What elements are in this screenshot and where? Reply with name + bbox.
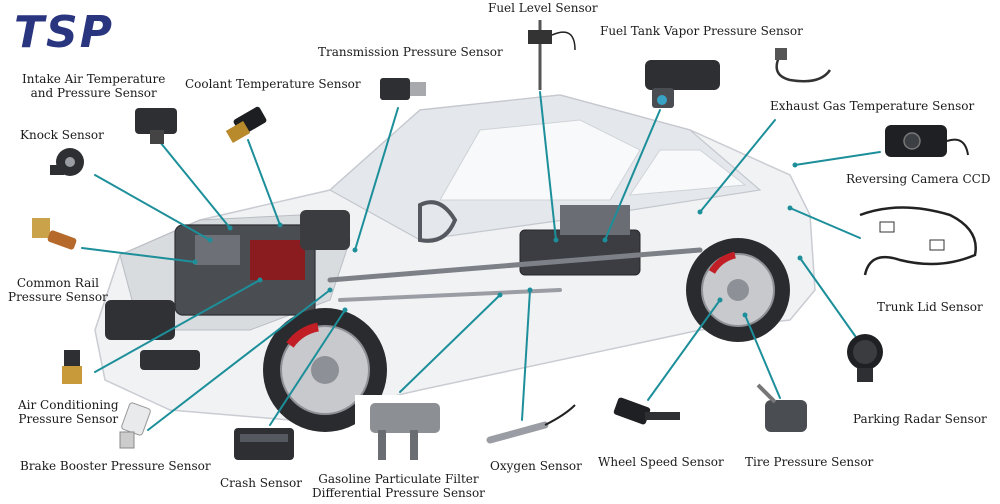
leader-line-coolant-temp [247,139,281,226]
label-transmission-pressure: Transmission Pressure Sensor [318,45,503,59]
leader-dot-knock [207,237,213,243]
sensor-common-rail-icon [32,218,77,250]
sensor-transmission-pressure-icon [380,78,426,100]
sensor-coolant-temp-icon [225,106,267,144]
label-coolant-temp: Coolant Temperature Sensor [185,77,361,91]
sensor-gpf-diff-icon [355,395,455,470]
label-intake-air: Intake Air Temperature and Pressure Sens… [22,72,166,100]
leader-line-exhaust-gas-temp [699,119,776,213]
label-oxygen: Oxygen Sensor [490,459,582,473]
leader-dot-coolant-temp [277,222,283,228]
leader-dot-fuel-tank-vapor [602,237,608,243]
label-reversing-camera: Reversing Camera CCD [846,172,991,186]
leader-dot-reversing-camera [792,162,798,168]
sensor-fuel-tank-vapor-icon [645,60,720,108]
label-fuel-tank-vapor: Fuel Tank Vapor Pressure Sensor [600,24,803,38]
sensor-oxygen-icon [486,404,576,444]
leader-dot-gpf-diff [497,292,503,298]
sensor-brake-booster-icon [119,402,151,449]
sensor-intake-air-icon [135,108,177,144]
leader-line-intake-air [159,141,231,229]
leader-line-wheel-speed [647,299,721,401]
label-crash: Crash Sensor [220,476,302,490]
leader-line-tire-pressure [744,314,781,399]
sensor-wheel-speed-icon [613,397,680,425]
leader-line-oxygen [521,289,531,421]
leader-dot-wheel-speed [717,297,723,303]
label-knock: Knock Sensor [20,128,104,142]
label-fuel-level: Fuel Level Sensor [488,1,598,15]
brand-logo: TSP [14,7,114,58]
leader-dot-intake-air [227,225,233,231]
leader-dot-air-conditioning [257,277,263,283]
leader-line-fuel-level [539,91,557,241]
leader-line-trunk-lid [789,207,861,239]
label-tire-pressure: Tire Pressure Sensor [745,455,874,469]
label-wheel-speed: Wheel Speed Sensor [598,455,724,469]
sensor-reversing-camera-icon [885,125,969,157]
leader-dot-common-rail [192,259,198,265]
leader-line-knock [94,174,211,241]
sensor-crash-icon [234,428,294,460]
leader-lines [81,91,881,431]
sensor-tire-pressure-icon [756,383,807,432]
label-gpf-diff: Gasoline Particulate Filter Differential… [312,472,485,500]
leader-dot-exhaust-gas-temp [697,209,703,215]
leader-line-reversing-camera [794,151,881,166]
rear-wheel [686,238,790,342]
label-air-conditioning: Air Conditioning Pressure Sensor [18,398,119,426]
leader-dot-oxygen [527,287,533,293]
label-common-rail: Common Rail Pressure Sensor [8,276,108,304]
sensor-parking-radar-icon [847,334,883,382]
leader-dot-brake-booster [327,287,333,293]
leader-line-transmission-pressure [354,107,399,251]
leader-dot-crash [342,307,348,313]
leader-line-fuel-tank-vapor [604,109,661,241]
leader-line-common-rail [81,247,196,263]
sensor-fuel-level-icon [528,20,576,90]
leader-dot-transmission-pressure [352,247,358,253]
sensor-air-conditioning-icon [62,350,82,384]
label-brake-booster: Brake Booster Pressure Sensor [20,459,211,473]
sensor-exhaust-gas-temp-icon [775,48,832,83]
leader-dot-tire-pressure [742,312,748,318]
leader-line-brake-booster [147,289,331,431]
leader-dot-fuel-level [553,237,559,243]
label-parking-radar: Parking Radar Sensor [853,412,987,426]
sensor-trunk-lid-icon [859,206,977,276]
leader-line-parking-radar [799,257,859,341]
leader-line-gpf-diff [399,294,501,393]
leader-line-crash [269,309,346,426]
sensor-knock-icon [50,148,84,176]
leader-dot-parking-radar [797,255,803,261]
label-trunk-lid: Trunk Lid Sensor [877,300,983,314]
leader-line-air-conditioning [94,279,261,373]
leader-dot-trunk-lid [787,205,793,211]
label-exhaust-gas-temp: Exhaust Gas Temperature Sensor [770,99,975,113]
